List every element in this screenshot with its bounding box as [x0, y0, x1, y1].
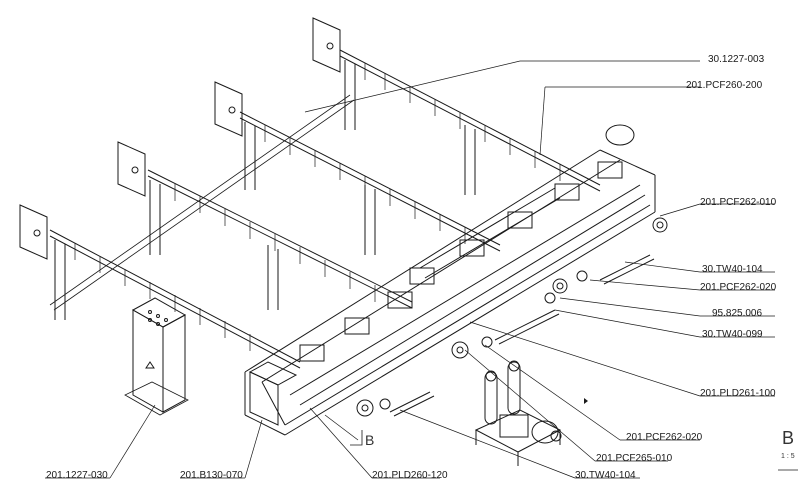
arm-ribs	[74, 63, 561, 351]
cursor-arrow	[584, 398, 588, 404]
drive-motor	[474, 360, 562, 466]
callout-label: 201.PCF262-020	[626, 432, 703, 443]
callout-label: 30.TW40-104	[702, 264, 763, 275]
callout-label: 201.PCF262-010	[700, 197, 777, 208]
tie-rails	[49, 94, 355, 311]
base-frame	[244, 149, 656, 436]
callout-label: 201.PCF260-200	[686, 80, 763, 91]
conveyor-arms	[49, 49, 601, 369]
control-cabinet	[124, 297, 189, 416]
side-box	[248, 361, 298, 426]
callout-label: 30.TW40-099	[702, 329, 763, 340]
callout-label: 201.PLD260-120	[372, 470, 448, 481]
leader-lines	[45, 60, 775, 479]
frame-rollers	[299, 124, 635, 362]
end-plates	[19, 17, 341, 260]
callout-label: 201.PCF265-010	[596, 453, 673, 464]
callout-label: 201.PCF262-020	[700, 282, 777, 293]
callout-label: 201.1227-030	[46, 470, 108, 481]
arm-legs	[54, 60, 476, 320]
section-letter: B	[365, 432, 375, 448]
callout-label: 30.1227-003	[708, 54, 765, 65]
view-letter: B	[782, 428, 795, 448]
scale-label: 1 : 5	[781, 453, 795, 460]
callout-label: 201.B130-070	[180, 470, 243, 481]
section-marks	[350, 430, 798, 471]
exploded-sprockets	[356, 217, 668, 417]
callout-label: 30.TW40-104	[575, 470, 636, 481]
exploded-shafts	[389, 254, 655, 417]
callout-label: 201.PLD261-100	[700, 388, 776, 399]
callout-label: 95.825.006	[712, 308, 763, 319]
